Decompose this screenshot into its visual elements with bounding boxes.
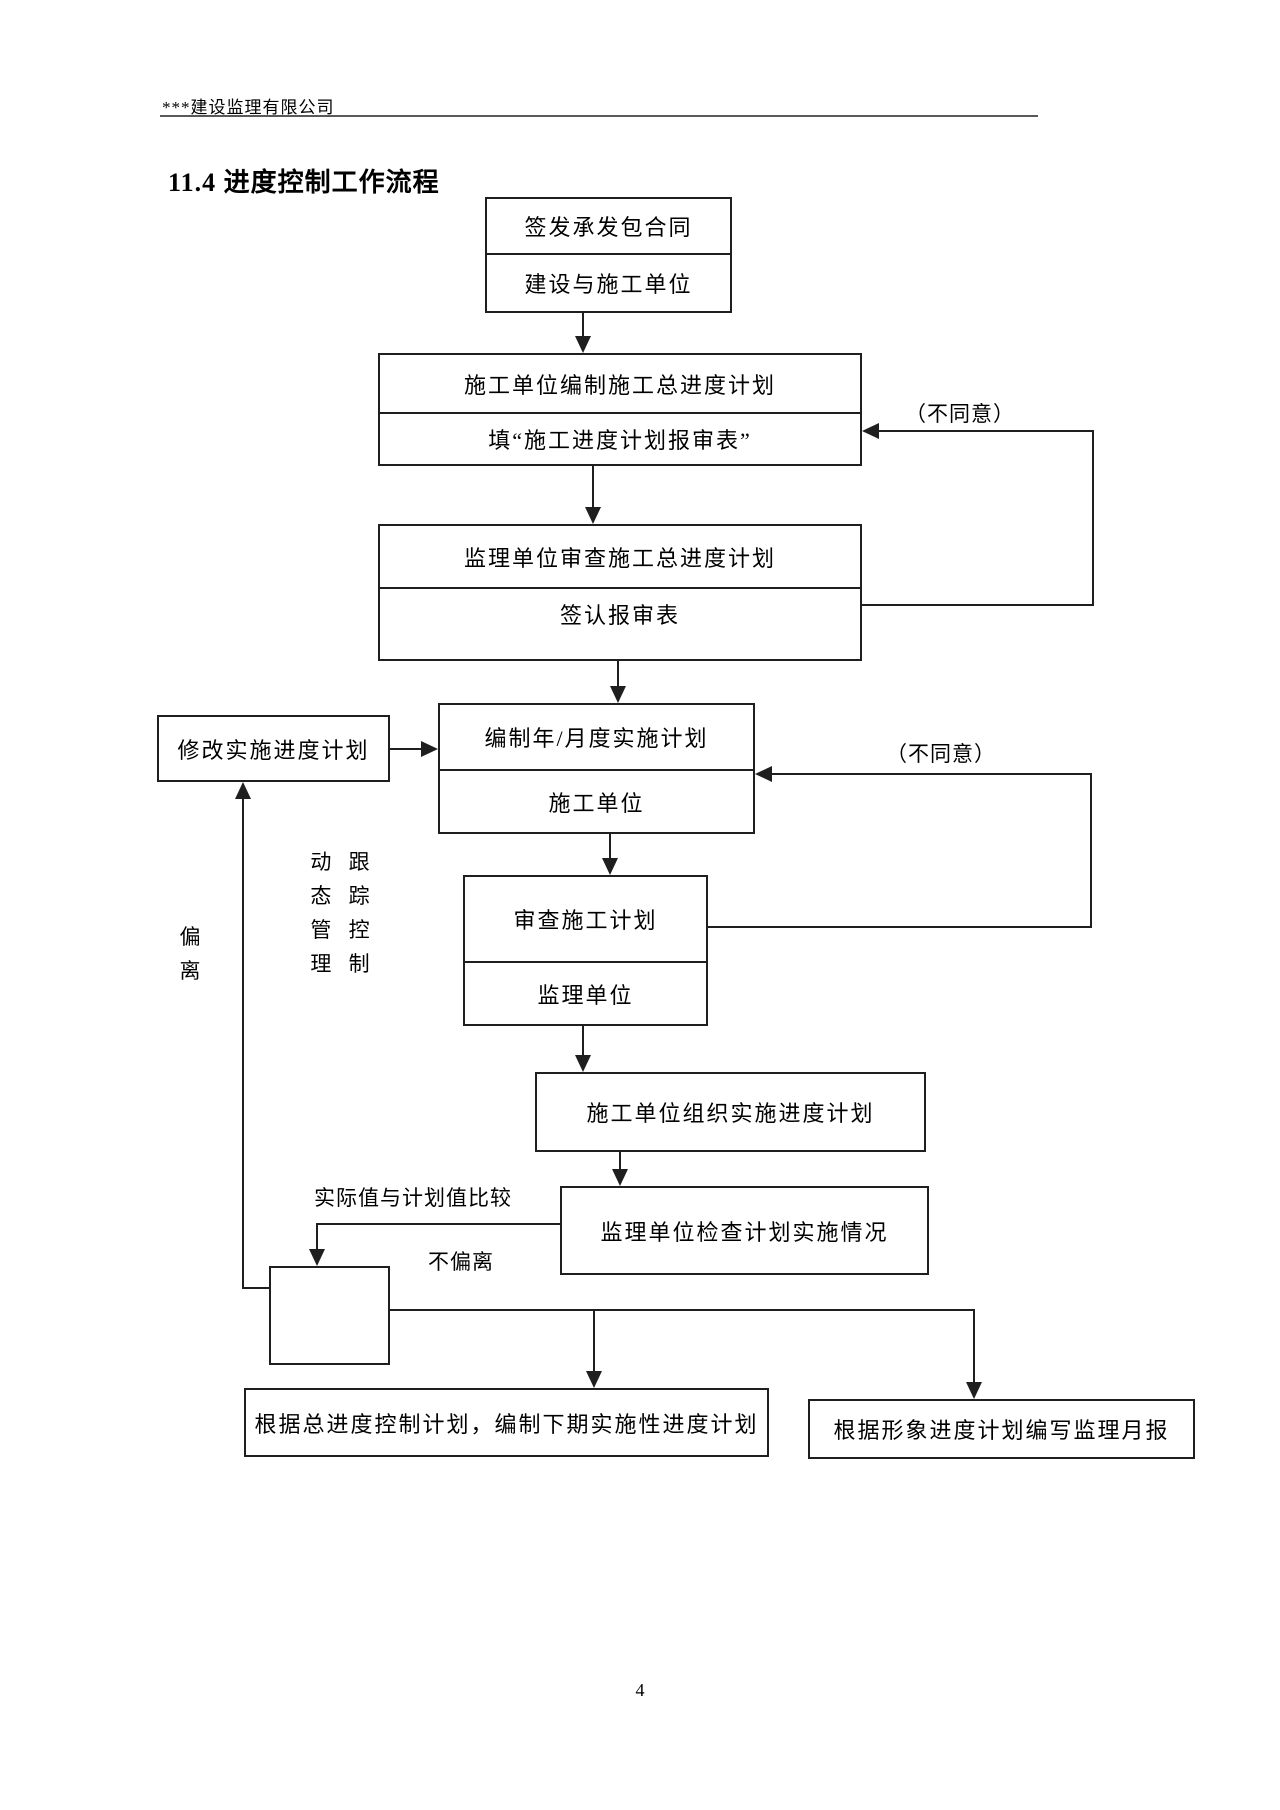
flow-box-prepare-master-plan: 施工单位编制施工总进度计划 填“施工进度计划报审表” [378,353,862,466]
no-deviation-label: 不偏离 [428,1250,494,1274]
header-rule [160,115,1038,117]
page-number: 4 [635,1680,645,1700]
feedback2-top-line [771,773,1092,775]
flow-box-next-period-plan: 根据总进度控制计划，编制下期实施性进度计划 [244,1388,769,1457]
flow-box-decision-empty [271,1268,388,1363]
flow-box-modify-plan: 修改实施进度计划 [157,715,390,782]
flow-box-review-master-plan-action: 监理单位审查施工总进度计划 [380,526,860,589]
flow-box-prepare-master-plan-form: 填“施工进度计划报审表” [488,428,752,453]
compare-horizontal-line [316,1223,560,1225]
arrowhead-box5-box6 [575,1055,591,1072]
branch-line-right [973,1309,975,1383]
flow-box-review-master-plan-sign: 签认报审表 [559,603,680,628]
flow-box-review-plan: 审查施工计划 监理单位 [463,875,708,1026]
flow-box-yearly-monthly-plan-action: 编制年/月度实施计划 [440,705,753,771]
flow-box-monthly-report: 根据形象进度计划编写监理月报 [808,1399,1195,1459]
dynamic-tracking-row: 理 制 [310,952,370,976]
flow-box-review-plan-action: 审查施工计划 [465,877,706,963]
feedback2-vertical-line [1090,773,1092,928]
arrowhead-box2-box3 [585,507,601,524]
flow-box-sign-contract-actor: 建设与施工单位 [524,272,693,297]
compare-vertical-line [316,1223,318,1251]
flow-box-monthly-report-label: 根据形象进度计划编写监理月报 [833,1418,1170,1443]
arrowhead-box6-box7 [612,1169,628,1186]
arrow-line-box1-box2 [582,313,584,337]
flow-box-yearly-monthly-plan: 编制年/月度实施计划 施工单位 [438,703,755,834]
section-title: 11.4 进度控制工作流程 [168,168,440,197]
flow-box-next-period-plan-label: 根据总进度控制计划，编制下期实施性进度计划 [254,1411,759,1437]
flow-box-review-plan-actor: 监理单位 [537,982,634,1008]
dynamic-tracking-row: 态 踪 [310,884,370,908]
disagree-label-1: （不同意） [905,402,1015,426]
arrowhead-box1-box2 [575,336,591,353]
flow-box-prepare-master-plan-action: 施工单位编制施工总进度计划 [380,355,860,414]
arrow-line-box3-box4 [617,661,619,687]
page-header-text: ***建设监理有限公司 [162,98,335,117]
arrowhead-feedback2 [755,766,772,782]
feedback1-vertical-line [1092,430,1094,606]
flow-box-sign-contract-action: 签发承发包合同 [487,199,730,255]
deviation-char: 偏 [179,925,201,949]
arrowhead-branch-left [586,1371,602,1388]
arrow-line-box6-box7 [619,1152,621,1170]
arrowhead-compare-decision [309,1249,325,1266]
feedback1-top-line [878,430,1094,432]
arrow-line-box4-box5 [609,834,611,859]
arrowhead-branch-right [966,1382,982,1399]
branch-horizontal-line [390,1309,975,1311]
arrowhead-return-to-modify [235,782,251,799]
return-vertical-line [242,798,244,1289]
arrow-line-box2-box3 [592,466,594,508]
dynamic-tracking-row: 管 控 [310,918,370,942]
flow-box-modify-plan-label: 修改实施进度计划 [177,737,370,763]
flow-box-check-implementation-label: 监理单位检查计划实施情况 [600,1219,889,1245]
arrow-line-box5-box6 [582,1026,584,1056]
compare-label: 实际值与计划值比较 [314,1186,512,1210]
disagree-label-2: （不同意） [886,742,996,766]
feedback2-bottom-line [708,926,1092,928]
dynamic-tracking-label: 动 跟 态 踪 管 控 理 制 [300,845,380,981]
flow-box-yearly-monthly-plan-actor: 施工单位 [548,790,645,816]
deviation-label: 偏 离 [170,920,210,988]
arrowhead-modify-box4 [421,741,438,757]
arrowhead-feedback1 [862,423,879,439]
flow-box-implement-plan-label: 施工单位组织实施进度计划 [586,1101,875,1126]
flow-box-review-master-plan: 监理单位审查施工总进度计划 签认报审表 [378,524,862,661]
arrowhead-box3-box4 [610,686,626,703]
dynamic-tracking-row: 动 跟 [310,850,370,874]
flow-box-check-implementation: 监理单位检查计划实施情况 [560,1186,929,1275]
return-connector-line [242,1287,271,1289]
flow-box-implement-plan: 施工单位组织实施进度计划 [535,1072,926,1152]
flow-box-decision [269,1266,390,1365]
deviation-char: 离 [179,959,201,983]
arrowhead-box4-box5 [602,858,618,875]
arrow-line-modify-box4 [390,748,422,750]
branch-line-left [593,1309,595,1372]
feedback1-bottom-line [862,604,1094,606]
flow-box-sign-contract: 签发承发包合同 建设与施工单位 [485,197,732,313]
